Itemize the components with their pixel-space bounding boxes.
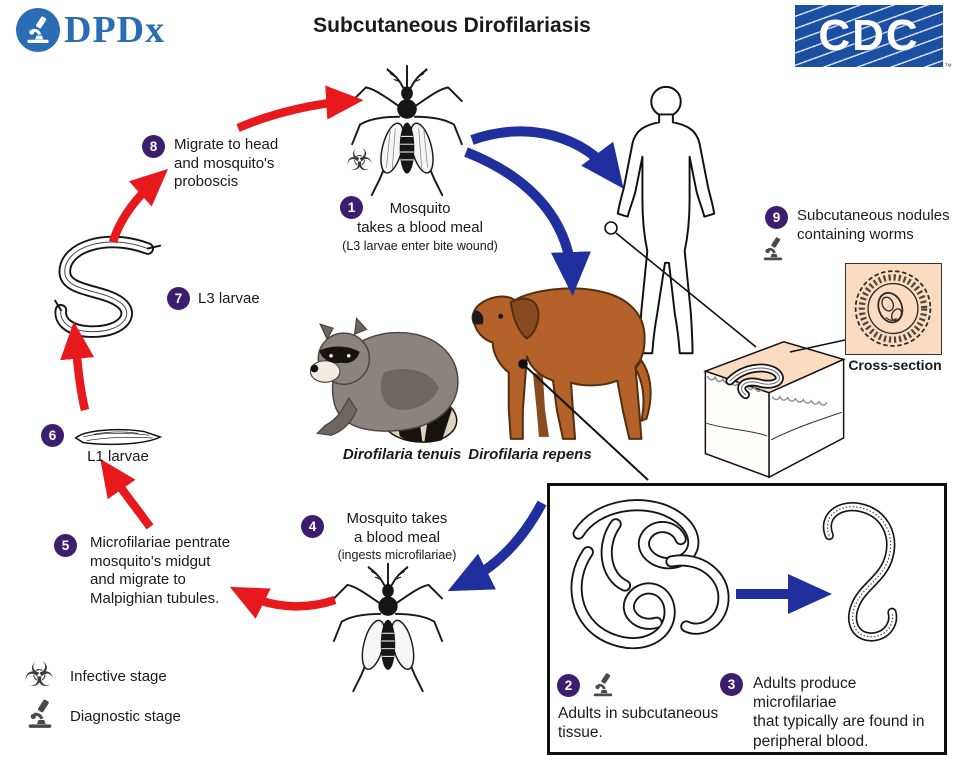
step-4-badge: 4 <box>301 515 324 538</box>
step-4-sublabel: (ingests microfilariae) <box>337 548 457 562</box>
biohazard-icon: ☣ <box>24 655 55 695</box>
step-5-label: Microfilariae pentrate mosquito's midgut… <box>90 534 231 607</box>
step-9-label: Subcutaneous nodules containing worms <box>797 207 950 243</box>
page-title: Subcutaneous Dirofilariasis <box>313 14 591 37</box>
dpdx-wordmark: DPDx <box>64 9 166 51</box>
dpdx-logo: DPDx <box>16 8 165 52</box>
step-2-label: Adults in subcutaneous tissue. <box>558 705 719 742</box>
cross-section-label: Cross-section <box>848 357 942 373</box>
microscope-icon <box>760 236 786 262</box>
dog-species-label: Dirofilaria repens <box>468 446 592 463</box>
raccoon-species-label: Dirofilaria tenuis <box>342 446 462 463</box>
adult-worms-illustration <box>560 494 755 666</box>
blue-arrow-to-mosquito-4 <box>447 500 547 592</box>
step-8-badge: 8 <box>142 135 165 158</box>
dpdx-microscope-icon <box>16 8 60 52</box>
step-7-label: L3 larvae <box>198 290 260 307</box>
l3-larvae-illustration <box>32 232 167 350</box>
step-3-label: Adults produce microfilariae that typica… <box>753 675 925 750</box>
step-1-sublabel: (L3 larvae enter bite wound) <box>342 239 498 253</box>
cdc-trademark: ™ <box>944 62 952 71</box>
step-4-label: Mosquito takes a blood meal <box>346 510 448 546</box>
skin-block-illustration <box>700 330 848 482</box>
l1-larvae-illustration <box>72 424 164 450</box>
step-7-badge: 7 <box>167 287 190 310</box>
cdc-logo-stripes <box>795 5 943 67</box>
microfilaria-illustration <box>800 498 910 648</box>
legend-infective-label: Infective stage <box>70 668 167 685</box>
microscope-icon <box>24 698 56 730</box>
step-6-label: L1 larvae <box>87 448 149 465</box>
biohazard-icon: ☣ <box>346 143 373 178</box>
legend-diagnostic-label: Diagnostic stage <box>70 708 181 725</box>
dog-illustration <box>452 262 664 458</box>
step-2-badge: 2 <box>557 674 580 697</box>
step-1-badge: 1 <box>340 196 363 219</box>
mosquito-bottom-illustration <box>330 556 446 696</box>
red-arrow-8-to-1 <box>236 85 364 132</box>
step-6-badge: 6 <box>41 424 64 447</box>
cross-section-inset <box>845 263 942 355</box>
cdc-logo: CDC <box>795 5 943 67</box>
step-5-badge: 5 <box>54 534 77 557</box>
step-3-badge: 3 <box>720 673 743 696</box>
cdc-wordmark: CDC <box>818 11 920 60</box>
raccoon-illustration <box>296 288 481 450</box>
step-8-label: Migrate to head and mosquito's proboscis <box>174 136 279 191</box>
step-9-badge: 9 <box>765 206 788 229</box>
mosquito-top-illustration <box>348 58 466 200</box>
microscope-icon <box>590 672 616 698</box>
red-arrow-5-to-6 <box>100 458 154 530</box>
